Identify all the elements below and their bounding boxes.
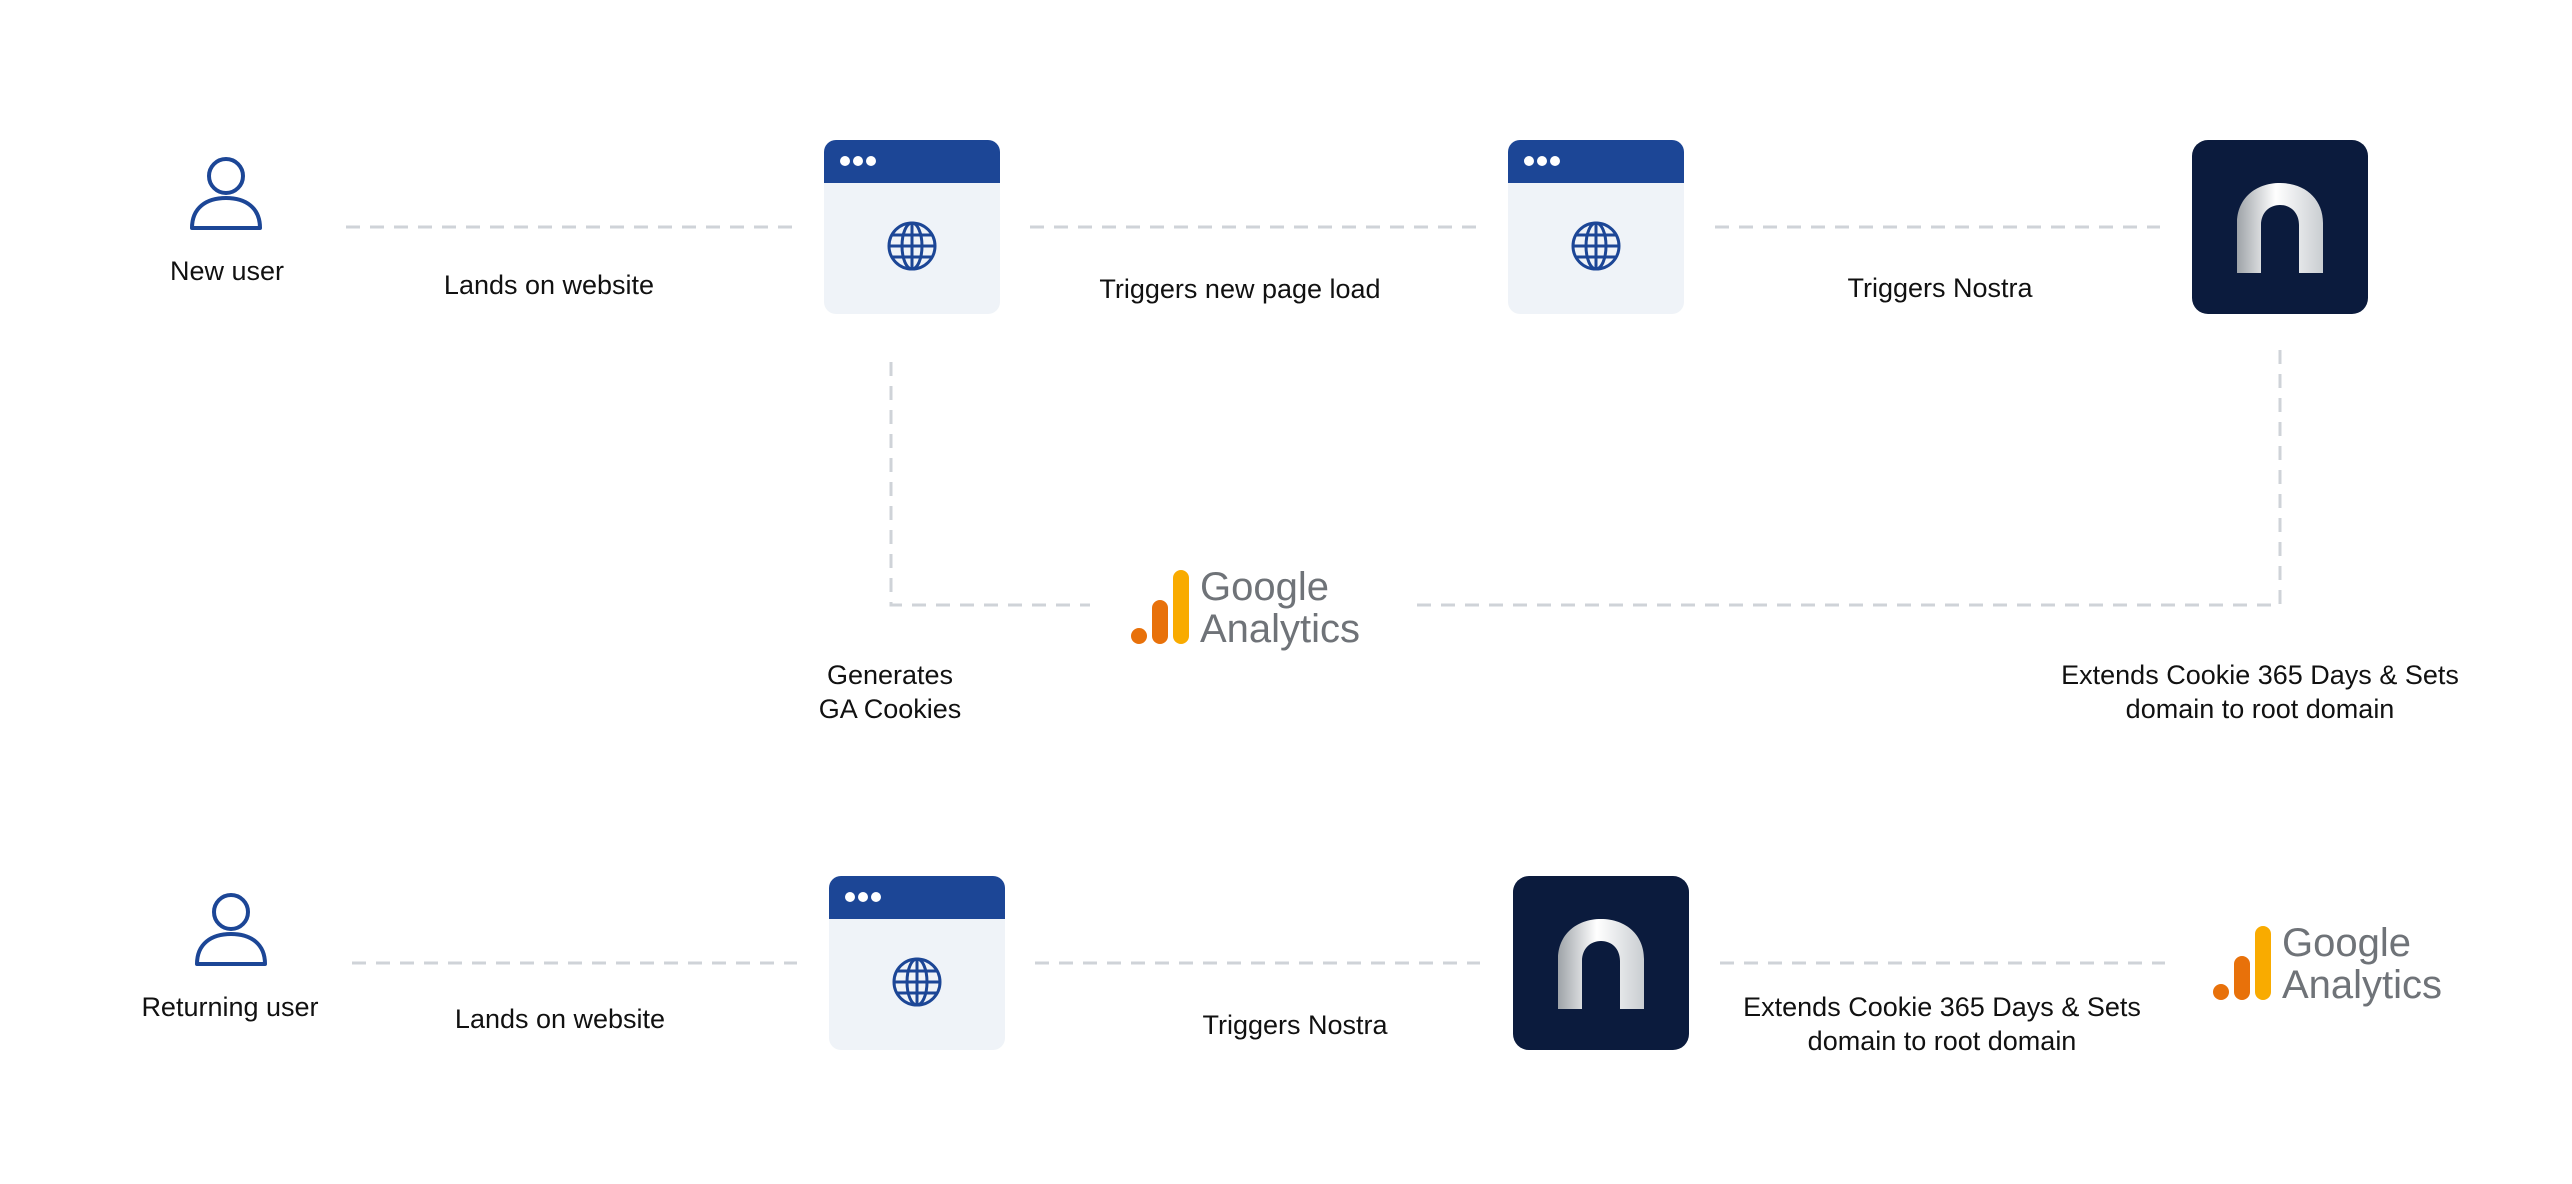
window-dots-icon	[840, 156, 880, 168]
window-dots-icon	[1524, 156, 1564, 168]
globe-icon	[1571, 221, 1621, 271]
globe-icon	[887, 221, 937, 271]
browser-window-icon	[829, 876, 1005, 1050]
ga-word-google: Google	[1200, 565, 1329, 609]
extends-cookie-label-top: Extends Cookie 365 Days & Sets domain to…	[2010, 658, 2510, 726]
ga-bars-icon	[2213, 926, 2271, 1000]
ga-bars-icon	[1131, 570, 1189, 644]
extends-cookie-label-bottom: Extends Cookie 365 Days & Sets domain to…	[1692, 990, 2192, 1058]
user-icon	[191, 888, 271, 968]
user-icon	[186, 152, 266, 232]
triggers-nostra-label: Triggers Nostra	[1202, 1010, 1388, 1040]
lands-on-website-label: Lands on website	[454, 1004, 666, 1034]
browser-window-icon	[1508, 140, 1684, 314]
nostra-logo-icon	[1513, 876, 1689, 1050]
browser-window-icon	[824, 140, 1000, 314]
connector-website-to-ga	[889, 362, 1090, 607]
ga-word-google: Google	[2282, 921, 2411, 965]
new-user-label: New user	[169, 256, 285, 286]
connector-nostra-to-ga	[1412, 350, 2282, 607]
google-analytics-logo: Google Analytics	[2212, 922, 2442, 1012]
triggers-nostra-label: Triggers Nostra	[1847, 273, 2033, 303]
extends-cookie-line: Extends Cookie 365 Days & Sets	[2061, 660, 2459, 690]
generates-ga-cookies-label: Generates GA Cookies	[780, 658, 1000, 726]
globe-icon	[892, 957, 942, 1007]
window-dots-icon	[845, 892, 885, 904]
extends-cookie-line: Extends Cookie 365 Days & Sets	[1743, 992, 2141, 1022]
nostra-logo-icon	[2192, 140, 2368, 314]
root-domain-line: domain to root domain	[2125, 694, 2395, 724]
root-domain-line: domain to root domain	[1807, 1026, 2077, 1056]
ga-cookies-line: GA Cookies	[818, 694, 962, 724]
ga-word-analytics: Analytics	[2282, 963, 2443, 1007]
google-analytics-logo: Google Analytics	[1130, 566, 1360, 656]
lands-on-website-label: Lands on website	[443, 270, 655, 300]
returning-user-label: Returning user	[141, 992, 319, 1022]
generates-line: Generates	[826, 660, 954, 690]
triggers-new-page-load-label: Triggers new page load	[1099, 274, 1381, 304]
ga-word-analytics: Analytics	[1200, 607, 1361, 651]
